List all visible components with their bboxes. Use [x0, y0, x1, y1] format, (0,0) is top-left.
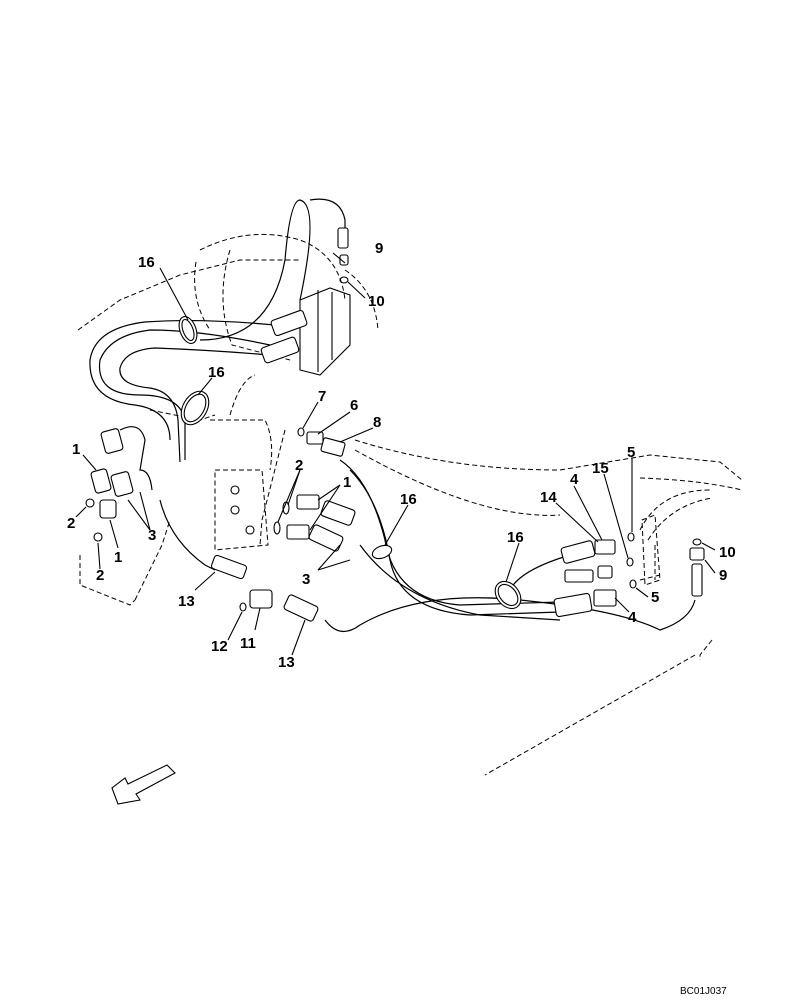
callout-9-right: 9 — [719, 567, 727, 584]
control-valve-upper — [299, 287, 351, 376]
callout-4-lower: 4 — [628, 609, 637, 626]
drawing-reference: BC01J037 — [680, 986, 727, 997]
callout-16-center: 16 — [400, 491, 417, 508]
callout-7: 7 — [318, 388, 326, 405]
callout-8: 8 — [373, 414, 381, 431]
callout-12: 12 — [211, 638, 228, 655]
fittings-left-group — [85, 426, 153, 542]
leader-lines — [75, 252, 716, 656]
callout-10-right: 10 — [719, 544, 736, 561]
callout-5-upper: 5 — [627, 444, 635, 461]
callout-1-center: 1 — [343, 474, 351, 491]
callout-16-right: 16 — [507, 529, 524, 546]
callout-13-upper: 13 — [178, 593, 195, 610]
callout-2-left-lower: 2 — [96, 567, 104, 584]
callout-6: 6 — [350, 397, 358, 414]
callout-1-left-upper: 1 — [72, 441, 80, 458]
fittings-upper-valve — [260, 227, 349, 364]
fittings-center-group — [273, 427, 356, 552]
hose-group-upper — [89, 198, 346, 571]
callout-15: 15 — [592, 460, 609, 477]
callout-3-left: 3 — [148, 527, 156, 544]
callout-13-lower: 13 — [278, 654, 295, 671]
callout-11: 11 — [240, 635, 256, 652]
fittings-lower-left — [210, 554, 319, 622]
callout-16-top: 16 — [138, 254, 155, 271]
front-direction-arrow — [111, 764, 176, 805]
callout-2-center: 2 — [295, 457, 303, 474]
callout-3-center: 3 — [302, 571, 310, 588]
callout-5-lower: 5 — [651, 589, 659, 606]
callout-1-left-lower: 1 — [114, 549, 122, 566]
callout-14: 14 — [540, 489, 557, 506]
callout-labels: 1 1 1 2 2 2 3 3 4 4 5 5 6 7 8 9 9 10 10 … — [67, 240, 736, 671]
callout-4-upper: 4 — [570, 471, 579, 488]
callout-16-left: 16 — [208, 364, 225, 381]
callout-10-upper: 10 — [368, 293, 385, 310]
control-valve-middle — [214, 469, 269, 551]
callout-2-left-upper: 2 — [67, 515, 75, 532]
machine-outline-phantom — [77, 233, 743, 776]
callout-9-upper: 9 — [375, 240, 383, 257]
bracket-right — [641, 514, 661, 586]
hose-clamps — [178, 316, 522, 610]
fittings-right-group — [553, 532, 705, 618]
